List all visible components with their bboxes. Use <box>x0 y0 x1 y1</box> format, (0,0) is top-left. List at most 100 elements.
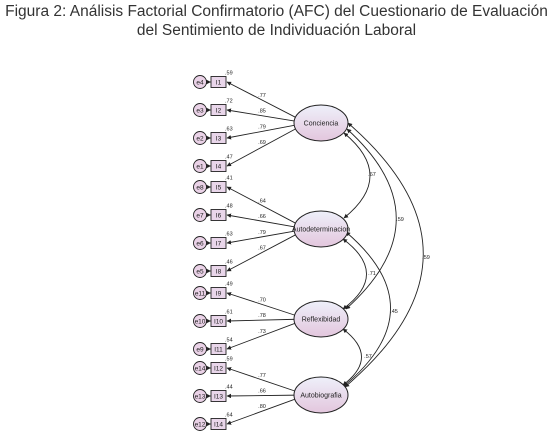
item-box-i6 <box>210 209 227 221</box>
latent-factor-label: Reflexibidad <box>302 317 341 324</box>
correlation-value: .57 <box>364 354 372 360</box>
item-box-i13 <box>210 390 227 402</box>
item-label: I13 <box>214 393 223 400</box>
item-label: I8 <box>216 268 222 275</box>
loading-arrow-i5 <box>226 186 298 225</box>
item-box-i5 <box>210 181 227 193</box>
item-box-i12 <box>210 362 227 374</box>
loading-arrow-i11 <box>226 322 298 350</box>
item-box-i2 <box>210 104 227 116</box>
loading-value: .80 <box>258 404 266 410</box>
loading-value: .79 <box>258 230 266 236</box>
latent-factor-reflexibidad <box>293 300 349 338</box>
item-label: I6 <box>216 212 222 219</box>
r-squared-value: .59 <box>225 71 233 77</box>
loading-value: .85 <box>258 109 266 115</box>
r-squared-value: .44 <box>225 385 233 391</box>
error-term-e7 <box>193 208 207 222</box>
correlation-value: .59 <box>422 255 430 261</box>
loading-value: .79 <box>258 124 266 130</box>
loading-arrow-i4 <box>226 127 298 167</box>
figure-title: Figura 2: Análisis Factorial Confirmator… <box>0 2 553 40</box>
loading-value: .77 <box>258 373 266 379</box>
loading-arrow-i2 <box>226 108 298 122</box>
correlation-arc-autodeterminacion-autobiografia <box>343 231 391 387</box>
r-squared-value: .47 <box>225 155 233 161</box>
correlation-arc-reflexibidad-autobiografia <box>342 328 362 386</box>
error-term-e13 <box>193 389 207 403</box>
loading-value: .66 <box>258 389 266 395</box>
error-term-label: e6 <box>196 240 204 247</box>
item-label: I12 <box>214 365 223 372</box>
correlation-arc-conciencia-autodeterminacion <box>343 132 371 219</box>
r-squared-value: .46 <box>225 260 233 266</box>
latent-factor-label: Conciencia <box>304 121 339 128</box>
item-label: I5 <box>216 184 222 191</box>
loading-value: .67 <box>258 246 266 252</box>
loading-arrow-i1 <box>226 81 298 119</box>
loading-arrow-i3 <box>226 124 298 140</box>
latent-factor-conciencia <box>293 104 349 142</box>
item-label: I1 <box>216 79 222 86</box>
error-term-e14 <box>193 361 207 375</box>
item-box-i7 <box>210 237 227 249</box>
r-squared-value: .49 <box>225 282 233 288</box>
error-term-e1 <box>193 159 207 173</box>
item-box-i1 <box>210 76 227 88</box>
loading-value: .78 <box>258 313 266 319</box>
latent-factor-label: Autobiografia <box>300 393 341 400</box>
error-term-e9 <box>193 342 207 356</box>
item-label: I14 <box>214 421 223 428</box>
correlation-value: .71 <box>368 271 376 277</box>
error-term-label: e8 <box>196 184 204 191</box>
item-box-i3 <box>210 132 227 144</box>
error-term-label: e4 <box>196 79 204 86</box>
correlation-arc-autodeterminacion-reflexibidad <box>342 238 367 310</box>
item-label: I2 <box>216 107 222 114</box>
r-squared-value: .54 <box>225 338 233 344</box>
correlations-layer: .67.59.59.71.45.57 <box>342 122 430 388</box>
loading-arrow-i14 <box>226 398 298 425</box>
r-squared-value: .59 <box>225 357 233 363</box>
loading-value: .73 <box>258 329 266 335</box>
loading-arrow-i9 <box>226 292 298 317</box>
figure-title-line-2: del Sentimiento de Individuación Laboral <box>136 22 417 39</box>
loading-arrow-i8 <box>226 233 298 272</box>
item-label: I10 <box>214 318 223 325</box>
latent-factor-autodeterminacion <box>293 210 349 248</box>
loading-arrow-i10 <box>226 318 298 324</box>
error-term-label: e12 <box>195 421 206 428</box>
loading-value: .69 <box>258 140 266 146</box>
item-label: I11 <box>214 346 223 353</box>
correlation-value: .67 <box>368 172 376 178</box>
r-squared-value: .41 <box>225 176 233 182</box>
loading-arrow-i7 <box>226 230 298 245</box>
correlation-value: .45 <box>390 309 398 315</box>
item-box-i4 <box>210 160 227 172</box>
loading-arrow-i12 <box>226 367 298 393</box>
item-box-i11 <box>210 343 227 355</box>
r-squared-value: .48 <box>225 204 233 210</box>
error-term-label: e9 <box>196 346 204 353</box>
loading-arrow-i13 <box>226 393 298 399</box>
error-term-label: e1 <box>196 163 204 170</box>
r-squared-value: .64 <box>225 413 233 419</box>
latent-factor-autobiografia <box>293 376 349 414</box>
error-term-label: e13 <box>195 393 206 400</box>
error-term-label: e14 <box>195 365 206 372</box>
error-term-e4 <box>193 75 207 89</box>
item-label: I3 <box>216 135 222 142</box>
error-term-e11 <box>193 286 207 300</box>
item-box-i8 <box>210 265 227 277</box>
loading-value: .64 <box>258 198 266 204</box>
r-squared-value: .63 <box>225 127 233 133</box>
error-term-e5 <box>193 264 207 278</box>
item-box-i10 <box>210 315 227 327</box>
loading-value: .66 <box>258 214 266 220</box>
r-squared-value: .61 <box>225 310 233 316</box>
item-box-i9 <box>210 287 227 299</box>
error-term-e3 <box>193 103 207 117</box>
item-label: I9 <box>216 290 222 297</box>
